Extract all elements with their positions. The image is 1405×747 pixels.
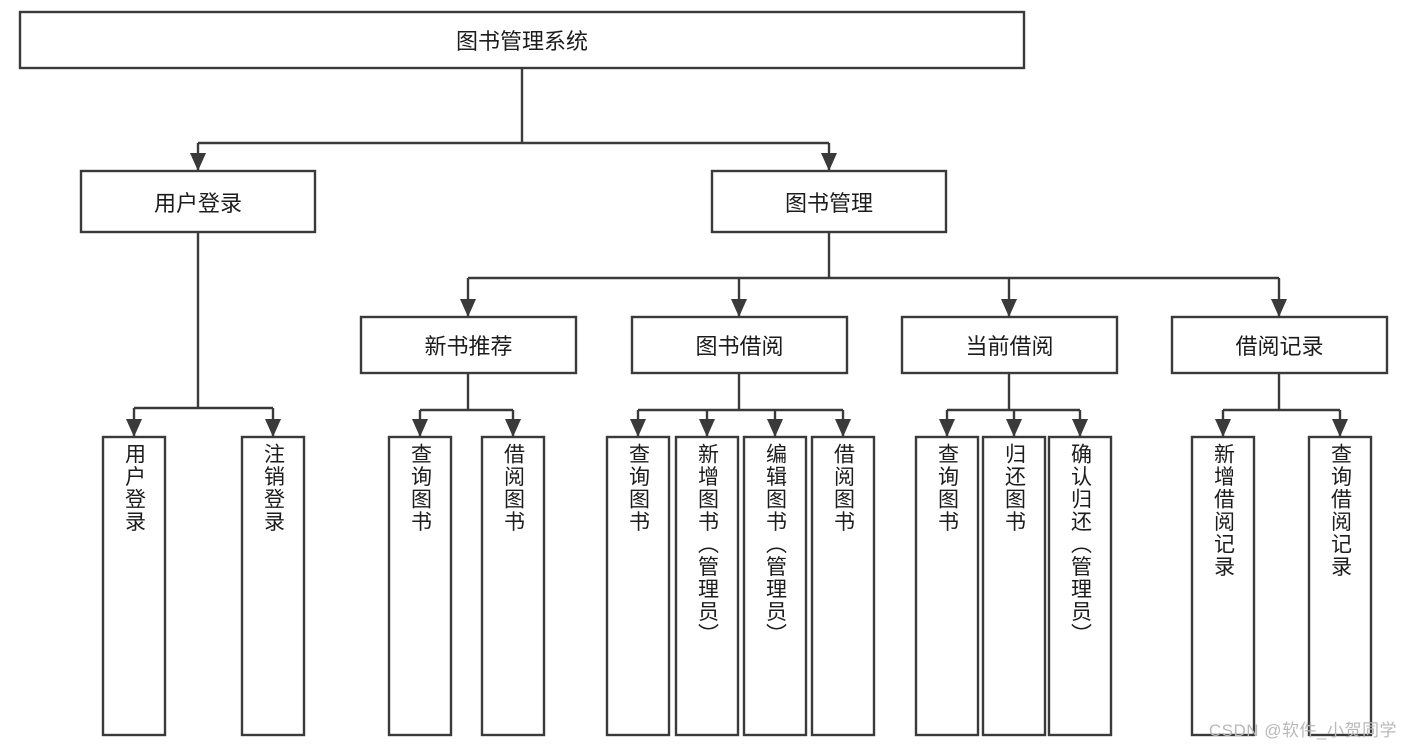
group0-arrow-1 xyxy=(505,419,521,437)
level2-node-0[interactable] xyxy=(79,169,317,234)
leaf-node-1[interactable] xyxy=(240,435,306,737)
leaf-node-0[interactable] xyxy=(101,435,167,737)
group1-arrow-0 xyxy=(630,419,646,437)
level2-node-1[interactable] xyxy=(710,169,948,234)
leaf-node-3[interactable] xyxy=(480,435,546,737)
group2-arrow-1 xyxy=(1006,419,1022,437)
level3-node-1[interactable] xyxy=(630,315,849,375)
leaf-node-6[interactable] xyxy=(742,435,808,737)
level2-to-level3-arrow-0 xyxy=(460,299,476,317)
leaf-node-4[interactable] xyxy=(605,435,671,737)
root-to-level2-arrow-1 xyxy=(821,153,837,171)
group2-arrow-2 xyxy=(1072,419,1088,437)
group1-arrow-2 xyxy=(767,419,783,437)
level2-to-level3-arrow-3 xyxy=(1271,299,1287,317)
group3-arrow-0 xyxy=(1215,419,1231,437)
group0-arrow-0 xyxy=(412,419,428,437)
root-node[interactable] xyxy=(18,10,1026,70)
leaf-node-5[interactable] xyxy=(674,435,740,737)
leaf-node-12[interactable] xyxy=(1307,435,1373,737)
level2-to-level3-arrow-2 xyxy=(1001,299,1017,317)
group2-arrow-0 xyxy=(939,419,955,437)
group3-arrow-1 xyxy=(1332,419,1348,437)
node-boxes xyxy=(18,10,1389,737)
leaf-node-10[interactable] xyxy=(1047,435,1113,737)
root-to-level2-arrow-0 xyxy=(190,153,206,171)
leaf-node-11[interactable] xyxy=(1190,435,1256,737)
level2-to-level3-arrow-1 xyxy=(731,299,747,317)
connector-lines xyxy=(126,68,1348,437)
level3-node-2[interactable] xyxy=(900,315,1119,375)
leaf-node-2[interactable] xyxy=(387,435,453,737)
leaf-node-8[interactable] xyxy=(914,435,980,737)
group1-arrow-1 xyxy=(699,419,715,437)
level3-node-0[interactable] xyxy=(359,315,578,375)
leaf-node-7[interactable] xyxy=(810,435,876,737)
leaf-node-9[interactable] xyxy=(981,435,1047,737)
userlogin-to-leaves-arrow-1 xyxy=(265,419,281,437)
level3-node-3[interactable] xyxy=(1170,315,1389,375)
csdn-watermark: CSDN @软件_小贺同学 xyxy=(1208,721,1397,740)
group1-arrow-3 xyxy=(835,419,851,437)
userlogin-to-leaves-arrow-0 xyxy=(126,419,142,437)
